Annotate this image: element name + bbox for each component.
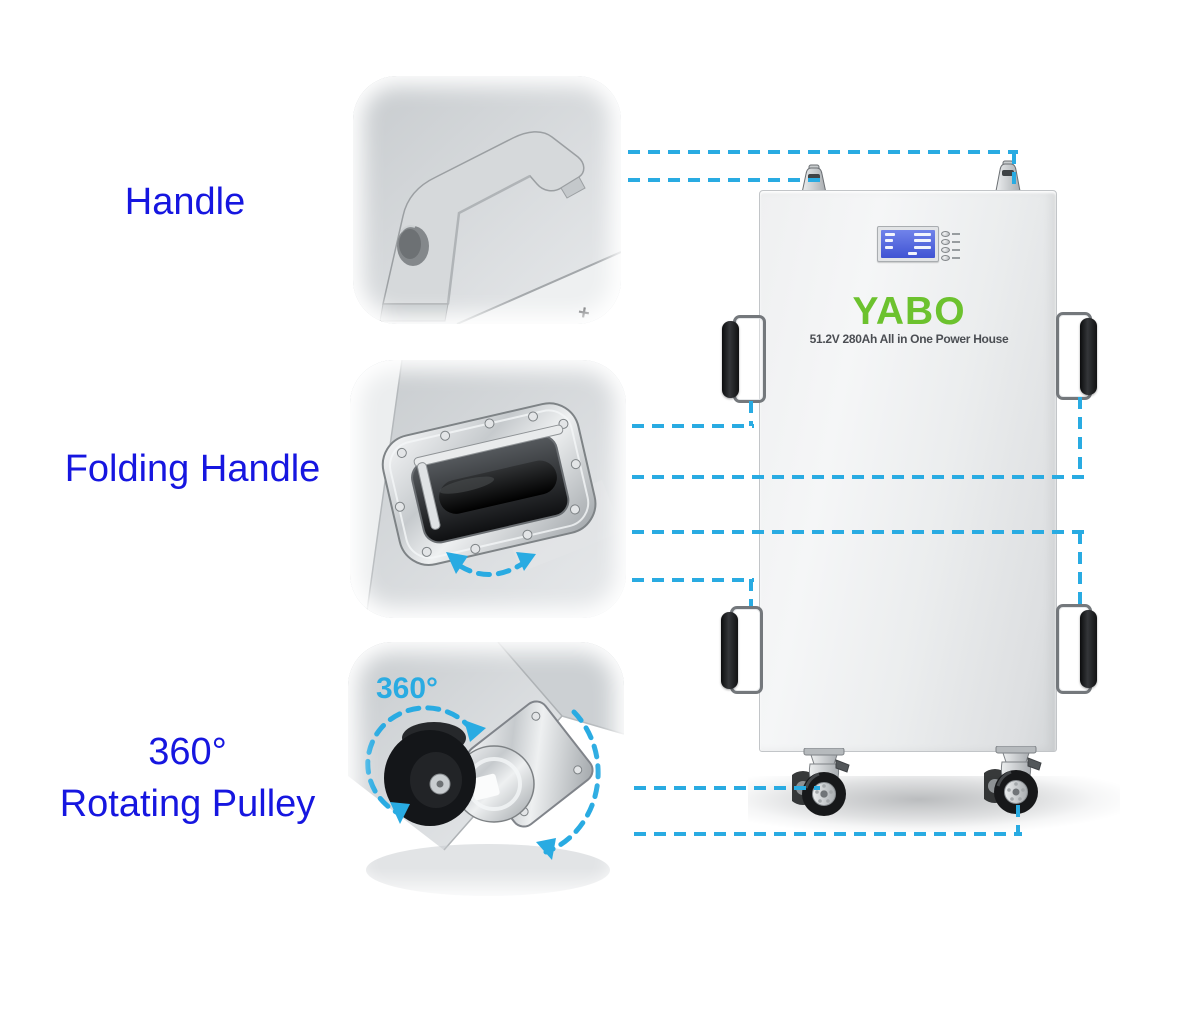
handle-illustration: + xyxy=(353,76,621,324)
label-rotating-pulley: 360° Rotating Pulley xyxy=(20,726,355,830)
callout-line-right-wheel xyxy=(634,832,1022,836)
callout-line-lower-left-handle-drop xyxy=(749,579,753,606)
lcd-screen xyxy=(881,230,935,258)
lcd-button-icon[interactable] xyxy=(941,231,950,237)
callout-line-upper-left-handle-riser xyxy=(749,401,753,426)
rotation-arrows xyxy=(365,705,601,860)
lcd-button-icon[interactable] xyxy=(941,255,950,261)
label-rotating-pulley-line2: Rotating Pulley xyxy=(59,783,316,825)
callout-line-left-wheel xyxy=(634,786,820,790)
brand-logo: YABO xyxy=(852,290,966,333)
rotation-degree-label: 360° xyxy=(376,672,438,705)
pulley-illustration: 360° xyxy=(348,642,624,908)
label-folding-handle: Folding Handle xyxy=(64,448,321,490)
metal-handle-icon xyxy=(379,131,586,322)
callout-line-upper-right-handle-riser xyxy=(1078,397,1082,477)
callout-line-lower-right-handle xyxy=(632,530,1084,534)
callout-line-lower-left-handle xyxy=(632,578,754,582)
battery-cabinet xyxy=(759,190,1057,752)
callout-line-upper-left-handle xyxy=(632,424,754,428)
caster-wheel xyxy=(384,722,476,826)
side-handle-grip-lower-right xyxy=(1080,610,1097,688)
callout-line-lower-right-handle-drop xyxy=(1078,532,1082,606)
lcd-button-icon[interactable] xyxy=(941,239,950,245)
side-handle-grip-upper-right xyxy=(1080,318,1097,395)
side-handle-grip-lower-left xyxy=(721,612,738,689)
lcd-control-buttons[interactable] xyxy=(941,231,960,263)
folding-handle-illustration xyxy=(350,360,626,618)
lcd-display xyxy=(877,226,939,262)
inset-handle-photo: + xyxy=(353,76,621,324)
callout-line-top-bracket-right-drop xyxy=(1012,152,1016,186)
folding-handle-plate xyxy=(381,402,597,566)
callout-line-right-wheel-riser xyxy=(1016,805,1020,834)
caster-wheel-front-right xyxy=(984,746,1042,814)
callout-line-upper-right-handle xyxy=(632,475,1084,479)
side-handle-grip-upper-left xyxy=(722,321,739,398)
caster-wheel-front-left xyxy=(792,748,850,816)
callout-line-top-bracket-right xyxy=(628,150,1018,154)
plus-terminal-mark: + xyxy=(576,301,591,324)
product-tagline: 51.2V 280Ah All in One Power House xyxy=(809,332,1009,346)
label-handle: Handle xyxy=(124,181,246,223)
fold-direction-arrow xyxy=(446,552,536,577)
label-rotating-pulley-line1: 360° xyxy=(148,731,227,773)
lcd-button-icon[interactable] xyxy=(941,247,950,253)
callout-line-top-bracket-left xyxy=(628,178,822,182)
inset-rotating-pulley-photo: 360° xyxy=(348,642,624,908)
inset-folding-handle-photo xyxy=(350,360,626,618)
lifting-bracket-right-icon xyxy=(995,160,1021,192)
